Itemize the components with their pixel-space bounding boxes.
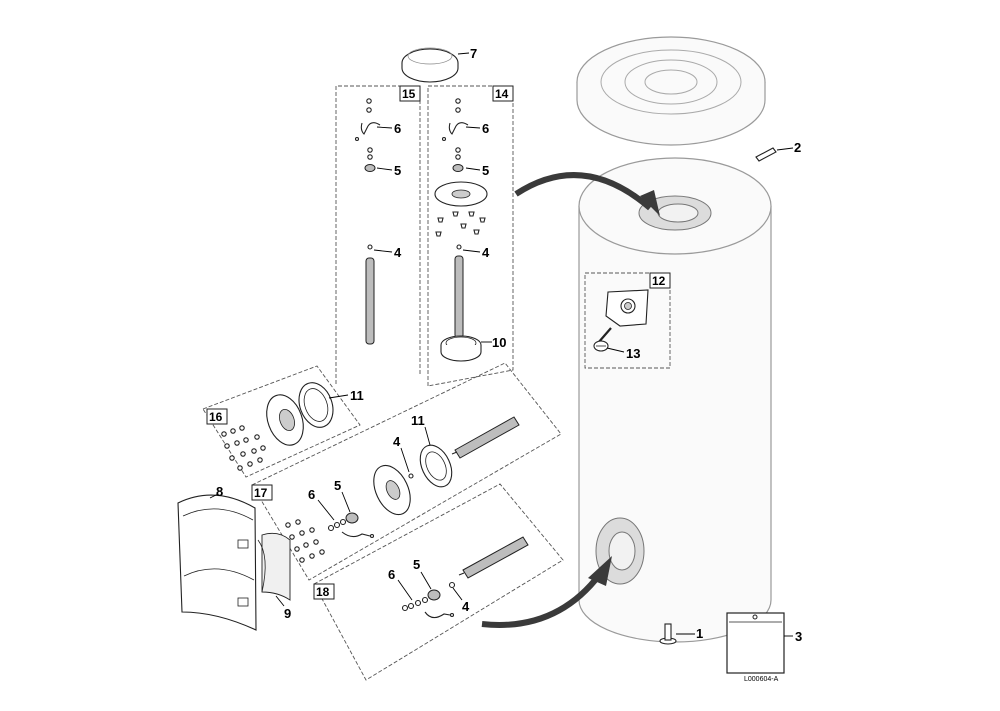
callout-6d: 6 bbox=[388, 567, 395, 582]
callout-6b: 6 bbox=[482, 121, 489, 136]
part-8-cover bbox=[177, 493, 257, 631]
callout-5c: 5 bbox=[334, 478, 341, 493]
callout-4d: 4 bbox=[462, 599, 470, 614]
callout-3: 3 bbox=[795, 629, 802, 644]
callout-6a: 6 bbox=[394, 121, 401, 136]
callout-11a: 11 bbox=[350, 388, 364, 403]
callout-1: 1 bbox=[696, 626, 703, 641]
callout-4b: 4 bbox=[482, 245, 490, 260]
callout-13: 13 bbox=[626, 346, 640, 361]
callout-11b: 11 bbox=[411, 413, 425, 428]
callout-2: 2 bbox=[794, 140, 801, 155]
arrow-bottom-head bbox=[588, 556, 612, 586]
kit-label-18: 18 bbox=[316, 585, 330, 599]
kit-box-18 bbox=[313, 483, 564, 681]
kit-box-15 bbox=[335, 85, 421, 384]
kit-label-16: 16 bbox=[209, 410, 223, 424]
arrow-top-head bbox=[640, 190, 660, 216]
tank-body bbox=[576, 36, 772, 643]
part-2-pin bbox=[755, 147, 794, 162]
callout-4c: 4 bbox=[393, 434, 401, 449]
part-3-bag bbox=[726, 612, 793, 674]
kit-label-17: 17 bbox=[254, 486, 268, 500]
callout-6c: 6 bbox=[308, 487, 315, 502]
kit-label-15: 15 bbox=[402, 87, 416, 101]
callout-5a: 5 bbox=[394, 163, 401, 178]
part-9-cover-inner bbox=[257, 532, 291, 607]
kit-box-12 bbox=[584, 272, 671, 369]
arrow-bottom bbox=[481, 572, 603, 628]
reference-code: L000604-A bbox=[744, 676, 779, 683]
callout-9: 9 bbox=[284, 606, 291, 621]
kit-label-12: 12 bbox=[652, 274, 666, 288]
part-7-cover bbox=[401, 47, 470, 83]
kit-box-14 bbox=[427, 85, 514, 387]
arrow-top bbox=[514, 172, 652, 211]
kit-box-16 bbox=[202, 365, 361, 478]
kit-label-14: 14 bbox=[495, 87, 509, 101]
part-1-foot bbox=[659, 623, 695, 645]
callout-7: 7 bbox=[470, 46, 477, 61]
callout-8: 8 bbox=[216, 484, 223, 499]
callout-10: 10 bbox=[492, 335, 506, 350]
callout-4a: 4 bbox=[394, 245, 402, 260]
callout-5b: 5 bbox=[482, 163, 489, 178]
callout-5d: 5 bbox=[413, 557, 420, 572]
